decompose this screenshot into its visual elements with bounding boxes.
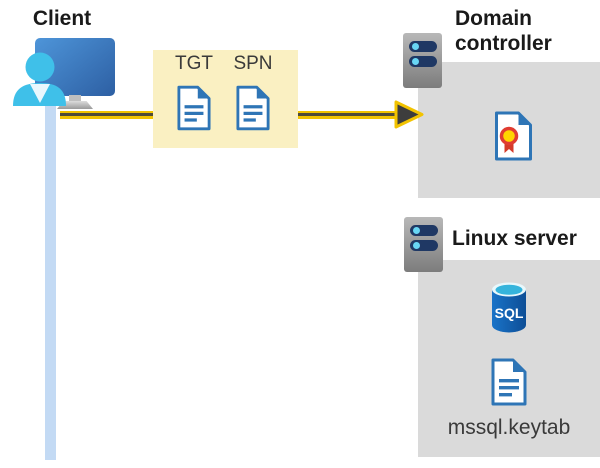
domain-controller-label: Domain controller xyxy=(455,7,552,55)
linux-server-label: Linux server xyxy=(452,227,577,250)
person-icon xyxy=(13,52,66,106)
client-label: Client xyxy=(32,7,92,30)
domain-controller-server-icon xyxy=(403,33,442,88)
auth-arrowhead-icon xyxy=(394,100,424,129)
spn-label: SPN xyxy=(233,53,273,74)
ticket-box: TGT SPN xyxy=(153,50,298,148)
tgt-column: TGT xyxy=(164,53,224,132)
tgt-label: TGT xyxy=(175,53,213,74)
spn-column: SPN xyxy=(223,53,283,132)
client-session-line xyxy=(45,98,56,460)
certificate-icon xyxy=(495,111,532,161)
server-slot-icon xyxy=(408,41,437,52)
keytab-filename-label: mssql.keytab xyxy=(447,416,571,439)
server-slot-icon xyxy=(409,225,438,236)
monitor-base-icon xyxy=(57,101,93,109)
server-slot-icon xyxy=(408,56,437,67)
keytab-document-icon xyxy=(491,358,527,406)
server-slot-icon xyxy=(409,240,438,251)
monitor-stand-icon xyxy=(69,95,81,102)
spn-document-icon xyxy=(236,85,270,131)
sql-database-icon: SQL xyxy=(492,282,526,333)
sql-icon-label: SQL xyxy=(495,305,524,321)
tgt-document-icon xyxy=(177,85,211,131)
linux-server-server-icon xyxy=(404,217,443,272)
